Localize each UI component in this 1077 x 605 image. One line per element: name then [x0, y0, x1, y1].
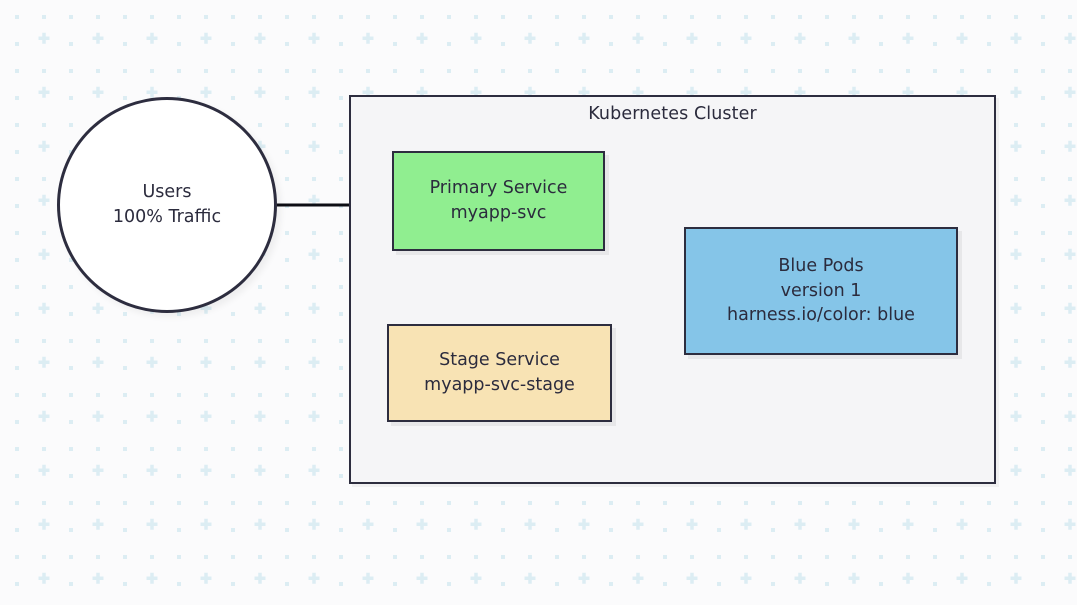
cluster-title: Kubernetes Cluster [588, 104, 757, 124]
blue-pods-version: version 1 [780, 280, 862, 301]
blue-pods-label-annotation: harness.io/color: blue [727, 305, 915, 326]
users-label-traffic: 100% Traffic [112, 207, 222, 227]
users-node: Users 100% Traffic [57, 97, 277, 313]
primary-service-title: Primary Service [429, 178, 568, 199]
stage-service-title: Stage Service [439, 350, 560, 371]
primary-service-node: Primary Service myapp-svc [392, 151, 605, 251]
users-label-primary: Users [142, 182, 192, 203]
blue-pods-node: Blue Pods version 1 harness.io/color: bl… [684, 227, 958, 355]
primary-service-name: myapp-svc [450, 203, 547, 223]
blue-pods-title: Blue Pods [778, 255, 864, 276]
stage-service-node: Stage Service myapp-svc-stage [387, 324, 612, 422]
stage-service-name: myapp-svc-stage [424, 375, 575, 395]
